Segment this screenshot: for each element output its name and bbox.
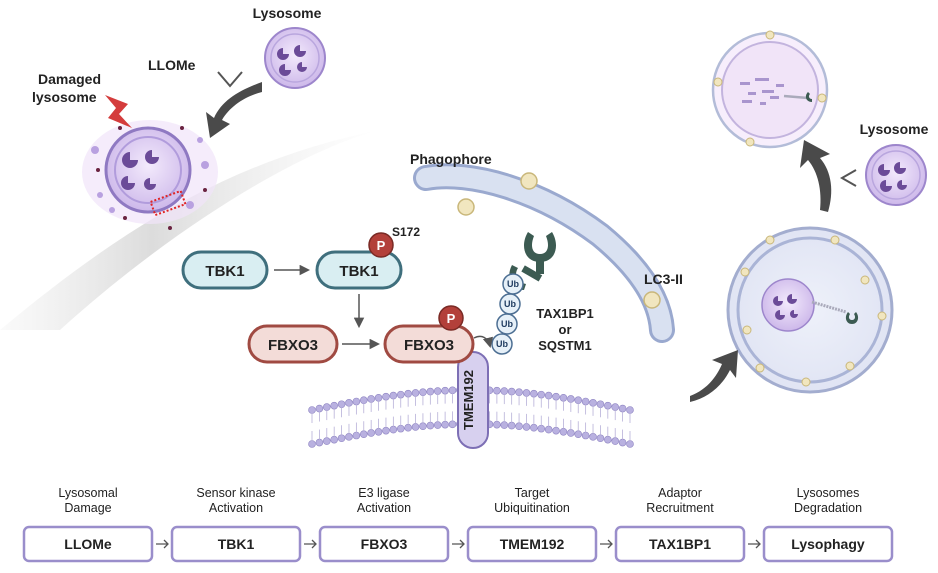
lysosome-label-right: Lysosome xyxy=(860,121,929,137)
autophagosome xyxy=(726,226,894,394)
adaptor-label-2: or xyxy=(559,322,572,337)
llome-arrow xyxy=(217,71,243,88)
phospho-label: P xyxy=(377,238,386,253)
llome-label: LLOMe xyxy=(148,57,196,73)
tmem192-label: TMEM192 xyxy=(461,370,476,430)
step-heading-line2: Activation xyxy=(209,501,263,515)
damage-arrow xyxy=(206,82,262,138)
step-box-label: TBK1 xyxy=(218,536,255,552)
tmem192-protein: TMEM192 xyxy=(457,351,489,449)
lysosome-right xyxy=(865,144,927,206)
damage-bolt-icon xyxy=(105,95,132,128)
tbk1-active: TBK1 P xyxy=(315,232,403,290)
ub-label: Ub xyxy=(507,279,519,289)
phagophore xyxy=(413,163,675,343)
phospho-badge xyxy=(438,305,464,331)
s172-label: S172 xyxy=(392,225,420,239)
tbk1-inactive-label: TBK1 xyxy=(205,263,244,280)
lc3-label: LC3-II xyxy=(644,271,683,287)
fbxo3-active: FBXO3 P xyxy=(383,305,475,364)
step-arrow xyxy=(748,539,761,549)
ub-label: Ub xyxy=(501,319,513,329)
tbk1-inactive: TBK1 xyxy=(181,250,269,290)
step-heading-line2: Activation xyxy=(357,501,411,515)
tbk1-active-label: TBK1 xyxy=(339,263,378,280)
lysosome-top xyxy=(264,27,326,89)
step-heading-line1: Sensor kinase xyxy=(196,486,275,500)
step-arrow xyxy=(156,539,169,549)
phagophore-label: Phagophore xyxy=(410,151,492,167)
step-box-label: LLOMe xyxy=(64,536,112,552)
damaged-lysosome-label-2: lysosome xyxy=(32,89,97,105)
step-heading-line2: Degradation xyxy=(794,501,862,515)
fbxo3-active-label: FBXO3 xyxy=(404,337,454,354)
step-box-label: Lysophagy xyxy=(791,536,865,552)
step-arrow xyxy=(304,539,317,549)
step-heading-line1: Target xyxy=(515,486,550,500)
step-heading-line1: Adaptor xyxy=(658,486,702,500)
step-heading-line1: Lysosomal xyxy=(58,486,117,500)
adaptor-label-1: TAX1BP1 xyxy=(536,306,594,321)
step-heading-line1: Lysosomes xyxy=(797,486,860,500)
step-heading-line2: Recruitment xyxy=(646,501,714,515)
step-box-label: TMEM192 xyxy=(500,536,565,552)
ubiquitin-chain: Ub Ub Ub Ub xyxy=(491,273,524,355)
phospho-badge xyxy=(368,232,394,258)
step-box xyxy=(318,525,450,563)
adaptor-icon xyxy=(845,312,859,324)
step-box xyxy=(614,525,746,563)
step-box-label: FBXO3 xyxy=(361,536,408,552)
ub-label: Ub xyxy=(504,299,516,309)
step-box-label: TAX1BP1 xyxy=(649,536,711,552)
step-arrow xyxy=(600,539,613,549)
lysosome-fusion-chevron xyxy=(839,169,857,187)
damaged-lysosome xyxy=(82,95,218,230)
ub-label: Ub xyxy=(496,339,508,349)
fusion-arrow xyxy=(800,140,832,212)
lysosome-label-top: Lysosome xyxy=(253,5,322,21)
fbxo3-inactive: FBXO3 xyxy=(247,324,339,364)
damaged-lysosome-label-1: Damaged xyxy=(38,71,101,87)
adaptor-label-3: SQSTM1 xyxy=(538,338,591,353)
step-heading-line2: Damage xyxy=(64,501,111,515)
to-autolysosome-arrow xyxy=(690,350,738,402)
step-heading-line1: E3 ligase xyxy=(358,486,409,500)
step-box xyxy=(466,525,598,563)
step-box xyxy=(22,525,154,563)
step-box xyxy=(170,525,302,563)
fbxo3-inactive-label: FBXO3 xyxy=(268,337,318,354)
background-swoosh xyxy=(0,130,380,330)
step-box xyxy=(762,525,894,563)
ubiquitination-arrow xyxy=(473,335,494,349)
step-arrow xyxy=(452,539,465,549)
step-heading-line2: Ubiquitination xyxy=(494,501,570,515)
autolysosome xyxy=(711,30,829,149)
phospho-label: P xyxy=(447,311,456,326)
